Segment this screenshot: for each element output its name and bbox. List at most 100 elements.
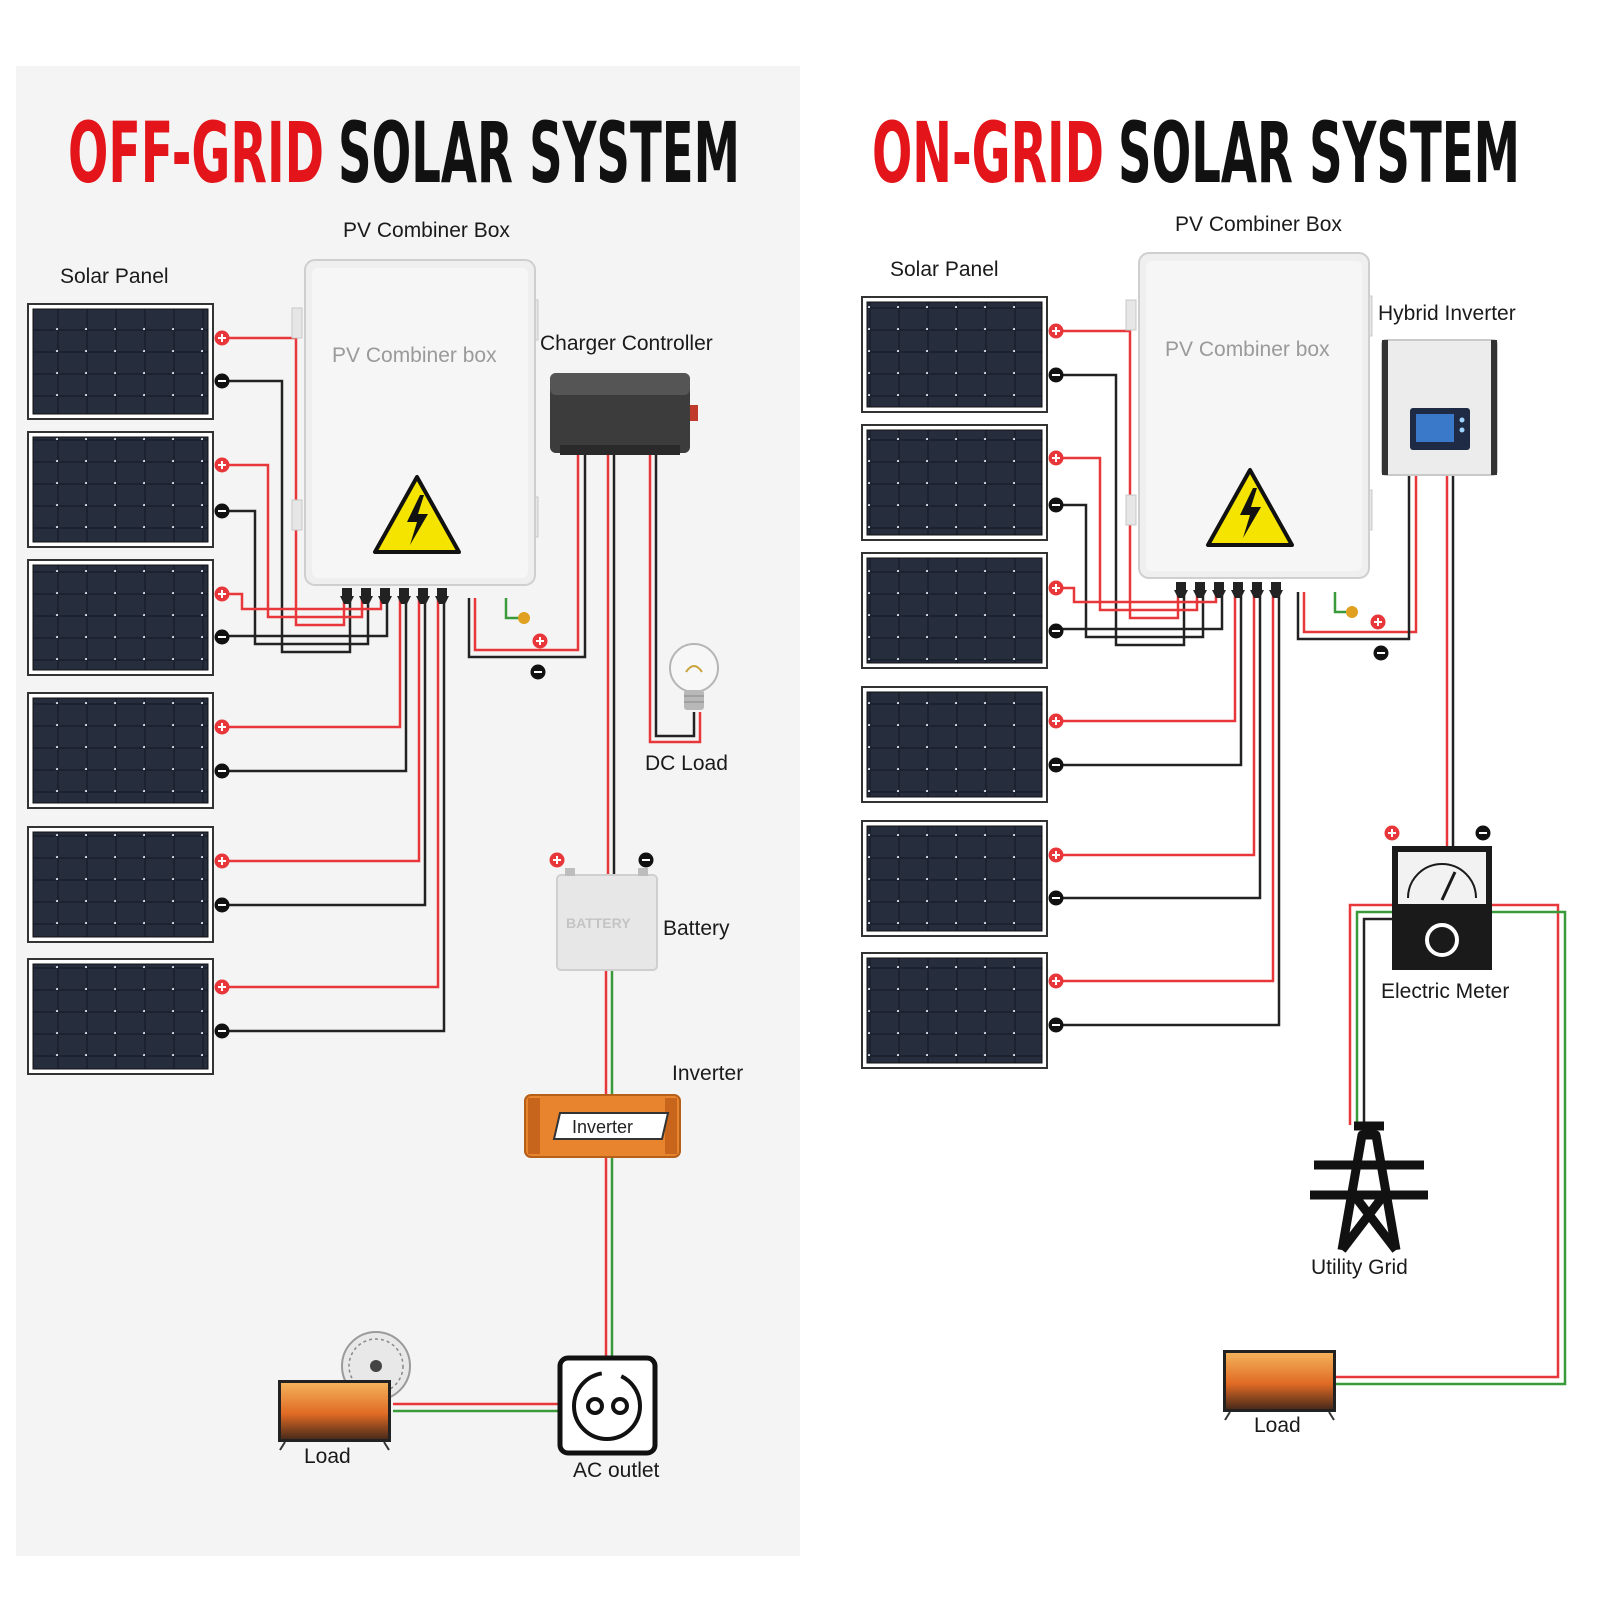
positive-terminal <box>1048 973 1064 989</box>
left-panel-wire-negative <box>220 598 446 1033</box>
left-panel-wire-positive <box>220 592 383 611</box>
left-panel-wire-positive <box>220 598 440 989</box>
negative-terminal <box>530 664 546 680</box>
cable-gland <box>1174 582 1188 598</box>
positive-terminal <box>1048 847 1064 863</box>
right-combiner-label: PV Combiner Box <box>1175 213 1342 236</box>
right-panel-wire-negative <box>1054 373 1186 647</box>
solar-panel-icon <box>27 826 214 943</box>
positive-terminal <box>532 633 548 649</box>
left-title-black: SOLAR SYSTEM <box>338 104 740 202</box>
negative-terminal <box>214 629 230 645</box>
solar-panel-icon <box>27 559 214 676</box>
cable-gland <box>1231 582 1245 598</box>
left-panel-wire-negative <box>220 598 427 907</box>
right-panel-wire-positive <box>1054 592 1237 723</box>
right-combiner-face-text: PV Combiner box <box>1165 338 1330 361</box>
earth-terminal <box>1346 606 1358 618</box>
cable-gland <box>378 588 392 604</box>
left-tv-icon <box>278 1380 391 1451</box>
negative-terminal <box>214 897 230 913</box>
solar-panel-icon <box>861 952 1048 1069</box>
negative-terminal <box>214 763 230 779</box>
positive-terminal <box>1048 713 1064 729</box>
right-title-black: SOLAR SYSTEM <box>1118 104 1520 202</box>
right-panel-wire-negative <box>1054 592 1243 767</box>
right-panel-wire-negative <box>1054 592 1281 1027</box>
solar-panel-icon <box>861 296 1048 413</box>
cable-gland <box>397 588 411 604</box>
left-inverter-label: Inverter <box>672 1062 743 1085</box>
left-panel-wire-positive <box>220 598 402 729</box>
solar-panel-icon <box>861 424 1048 541</box>
positive-terminal <box>1048 580 1064 596</box>
battery-face-text: BATTERY <box>566 915 631 931</box>
right-panel-wire-negative <box>1054 592 1262 900</box>
combiner-to-charger-negative <box>467 455 587 659</box>
positive-terminal <box>1370 614 1386 630</box>
left-combiner-label: PV Combiner Box <box>343 219 510 242</box>
right-earth-wire <box>1333 592 1348 614</box>
meter-to-grid-red <box>1348 903 1392 1125</box>
right-solar-panel-label: Solar Panel <box>890 258 999 281</box>
hybrid-inverter-label: Hybrid Inverter <box>1378 302 1516 325</box>
bulb-icon <box>669 643 719 710</box>
charger-to-dc-load-positive <box>648 455 702 744</box>
solar-panel-icon <box>27 692 214 809</box>
meter-icon <box>1392 846 1492 970</box>
charger-to-dc-load-negative <box>654 455 696 738</box>
hybrid-inverter-icon <box>1381 339 1498 476</box>
left-title-red: OFF-GRID <box>68 104 324 202</box>
cable-gland <box>340 588 354 604</box>
negative-terminal <box>1048 367 1064 383</box>
solar-panel-icon <box>861 552 1048 669</box>
left-load-label: Load <box>304 1445 351 1468</box>
right-panel-wire-positive <box>1054 456 1199 612</box>
left-charger-label: Charger Controller <box>540 332 713 355</box>
negative-terminal <box>214 1023 230 1039</box>
right-warning-icon <box>1206 468 1294 547</box>
positive-terminal <box>549 852 565 868</box>
positive-terminal <box>1048 450 1064 466</box>
right-panel-wire-negative <box>1054 503 1205 639</box>
negative-terminal <box>1475 825 1491 841</box>
terminal-markers <box>214 323 1491 1039</box>
positive-terminal <box>214 979 230 995</box>
cable-gland <box>1212 582 1226 598</box>
meter-to-load-red <box>1336 903 1560 1379</box>
utility-grid-label: Utility Grid <box>1311 1256 1408 1279</box>
negative-terminal <box>214 503 230 519</box>
battery-icon: BATTERY <box>556 868 658 971</box>
positive-terminal <box>214 853 230 869</box>
left-solar-panel-label: Solar Panel <box>60 265 169 288</box>
solar-panel-icon <box>27 958 214 1075</box>
right-wiring <box>1052 329 1567 1386</box>
cable-gland <box>1250 582 1264 598</box>
positive-terminal <box>214 457 230 473</box>
cable-gland <box>435 588 449 604</box>
cable-gland <box>1193 582 1207 598</box>
cable-gland <box>1269 582 1283 598</box>
negative-terminal <box>1048 1017 1064 1033</box>
solar-panel-icon <box>861 686 1048 803</box>
left-panel-wire-negative <box>220 509 370 646</box>
right-panel-wire-positive <box>1054 592 1256 857</box>
left-panel-wire-negative <box>220 598 408 773</box>
solar-panel-icon <box>861 820 1048 937</box>
right-combiner-box-icon: PV Combiner box <box>1125 252 1373 598</box>
inverter-face-text: Inverter <box>572 1117 633 1137</box>
meter-to-grid-black <box>1362 917 1392 1125</box>
outlet-icon <box>557 1355 658 1456</box>
left-panel-wire-negative <box>220 379 352 654</box>
right-load-label: Load <box>1254 1414 1301 1437</box>
utility-tower-icon <box>1310 1121 1428 1253</box>
left-battery-label: Battery <box>663 917 730 940</box>
negative-terminal <box>1048 890 1064 906</box>
right-title-red: ON-GRID <box>872 104 1104 202</box>
left-panel-wire-positive <box>220 598 421 863</box>
negative-terminal <box>1048 497 1064 513</box>
positive-terminal <box>1384 825 1400 841</box>
right-solar-panels <box>861 296 1048 1069</box>
negative-terminal <box>214 373 230 389</box>
right-panel-wire-positive <box>1054 592 1275 983</box>
